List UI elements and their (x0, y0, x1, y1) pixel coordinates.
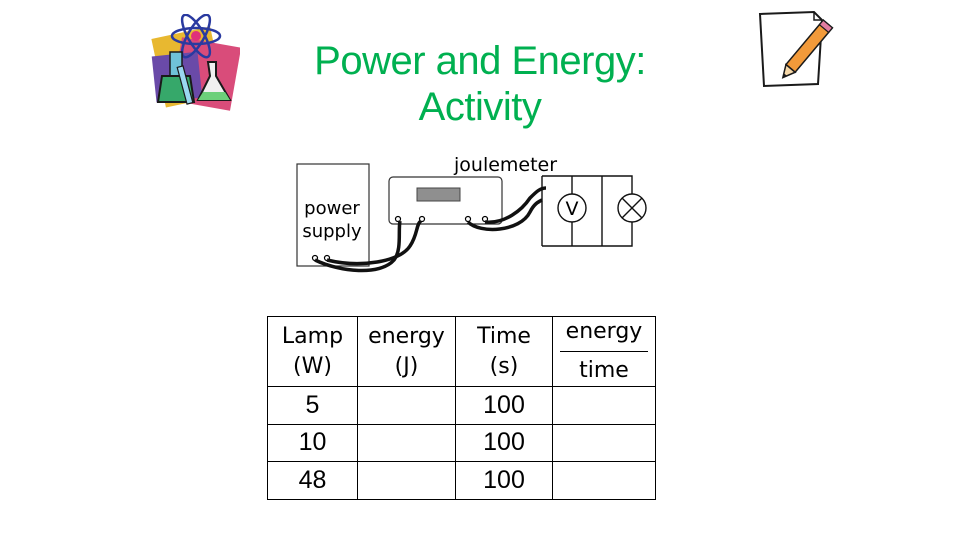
title-line-2: Activity (418, 85, 542, 129)
page-title: Power and Energy: Activity (300, 38, 660, 130)
title-line-1: Power and Energy: (314, 39, 646, 83)
cell-time: 100 (455, 423, 553, 463)
cell-energy (357, 423, 456, 463)
table-row: 48 100 (267, 461, 656, 500)
table-row: 10 100 (267, 423, 656, 463)
table-row: 5 100 (267, 386, 656, 425)
cell-energy (357, 386, 456, 425)
fraction-denominator: time (579, 358, 629, 383)
header-energy: energy (J) (357, 316, 456, 387)
cell-ratio (552, 461, 656, 500)
results-table: Lamp (W) energy (J) Time (s) energy time… (267, 316, 656, 500)
cell-lamp: 5 (267, 386, 358, 425)
joulemeter-display (416, 187, 461, 202)
fraction: energy time (559, 317, 649, 386)
power-supply-label-line2: supply (302, 221, 362, 242)
circuit-diagram: joulemeter power supply V (296, 154, 647, 273)
power-supply-label-line1: power (304, 198, 360, 219)
notepad-pencil-icon (758, 10, 834, 88)
cell-ratio (552, 423, 656, 463)
cell-lamp: 48 (267, 461, 358, 500)
header-energy-over-time: energy time (552, 316, 656, 387)
table-header-row: Lamp (W) energy (J) Time (s) energy time (267, 316, 656, 387)
header-time: Time (s) (455, 316, 553, 387)
voltmeter-symbol: V (566, 198, 579, 220)
cell-energy (357, 461, 456, 500)
cell-ratio (552, 386, 656, 425)
cell-lamp: 10 (267, 423, 358, 463)
science-clipart-icon (151, 14, 240, 111)
joulemeter-label: joulemeter (453, 154, 557, 176)
cell-time: 100 (455, 386, 553, 425)
power-supply-box (296, 163, 370, 267)
cell-time: 100 (455, 461, 553, 500)
fraction-numerator: energy (559, 317, 649, 352)
header-lamp: Lamp (W) (267, 316, 358, 387)
voltmeter-icon (557, 193, 587, 223)
lamp-icon (617, 193, 647, 223)
